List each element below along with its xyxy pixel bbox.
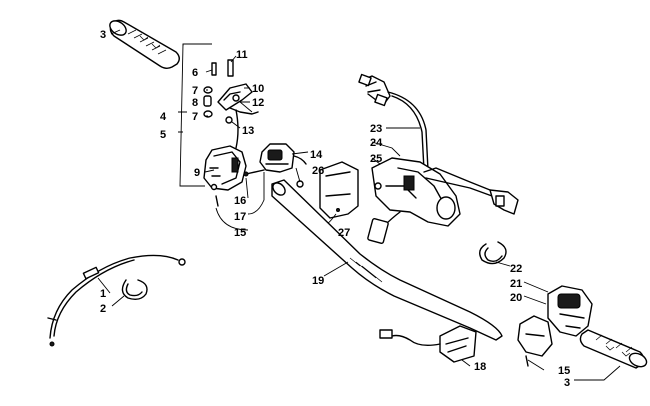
clamp-ring-left bbox=[121, 279, 148, 301]
callout-9: 9 bbox=[194, 167, 200, 179]
callout-15-right: 15 bbox=[558, 365, 570, 377]
clamp-ring-right bbox=[479, 241, 507, 265]
throttle-housing bbox=[203, 109, 247, 191]
callout-7-upper: 7 bbox=[192, 85, 198, 97]
right-clamp-bracket bbox=[517, 315, 553, 367]
callout-23: 23 bbox=[370, 123, 382, 135]
callout-4: 4 bbox=[160, 111, 167, 123]
callout-10: 10 bbox=[252, 83, 264, 95]
callout-11: 11 bbox=[236, 49, 248, 61]
right-throttle-housing bbox=[547, 285, 593, 337]
callout-7-lower: 7 bbox=[192, 111, 198, 123]
callout-22: 22 bbox=[510, 263, 522, 275]
callout-21: 21 bbox=[510, 278, 522, 290]
right-grip bbox=[579, 329, 648, 369]
callout-labels: 3 4 5 6 7 8 7 11 10 12 13 9 14 16 17 15 … bbox=[100, 29, 570, 389]
callout-24: 24 bbox=[370, 137, 383, 149]
throttle-lever bbox=[217, 83, 259, 115]
switch-cover bbox=[319, 161, 359, 219]
callout-27: 27 bbox=[338, 227, 350, 239]
callout-3-top: 3 bbox=[100, 29, 106, 41]
callout-13: 13 bbox=[242, 125, 254, 137]
callout-6: 6 bbox=[192, 67, 198, 79]
throttle-cable bbox=[47, 254, 186, 347]
wiring-harness-upper bbox=[358, 73, 429, 171]
callout-14: 14 bbox=[310, 149, 323, 161]
leader-lines bbox=[97, 29, 621, 381]
callout-5: 5 bbox=[160, 129, 166, 141]
grip-heater-element bbox=[379, 325, 477, 363]
callout-12: 12 bbox=[252, 97, 264, 109]
callout-15-left: 15 bbox=[234, 227, 246, 239]
callout-16: 16 bbox=[234, 195, 246, 207]
handlebar-switch bbox=[259, 143, 307, 173]
callout-20: 20 bbox=[510, 292, 522, 304]
callout-25: 25 bbox=[370, 153, 382, 165]
housing-screws bbox=[215, 169, 265, 207]
left-grip bbox=[109, 19, 180, 69]
callout-8: 8 bbox=[192, 97, 198, 109]
callout-3-bottom: 3 bbox=[564, 377, 570, 389]
callout-17: 17 bbox=[234, 211, 246, 223]
handlebar bbox=[271, 179, 503, 341]
callout-1: 1 bbox=[100, 288, 106, 300]
callout-19: 19 bbox=[312, 275, 324, 287]
callout-18: 18 bbox=[474, 361, 486, 373]
lever-hardware bbox=[203, 59, 234, 124]
callout-26: 26 bbox=[312, 165, 324, 177]
right-switch-housing bbox=[367, 157, 519, 244]
callout-2: 2 bbox=[100, 303, 106, 315]
lever-assembly-bracket bbox=[178, 43, 212, 187]
